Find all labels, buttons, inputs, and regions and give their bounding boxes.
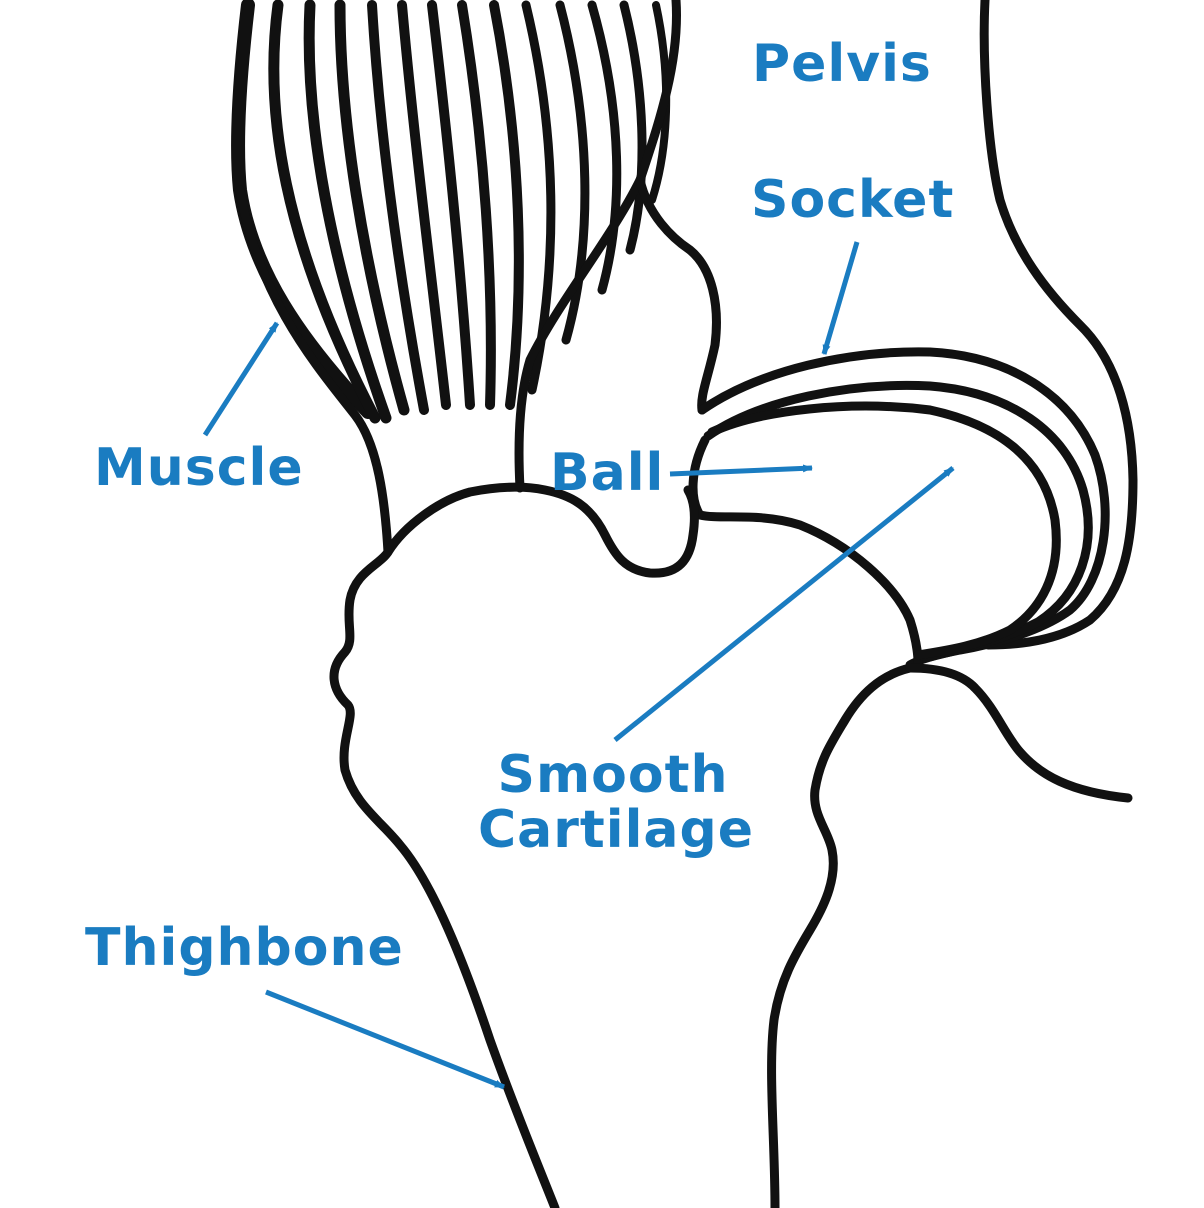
smooth-cartilage-label: Smooth Cartilage bbox=[478, 745, 754, 860]
muscle-fiber bbox=[303, 0, 392, 424]
femoral-head bbox=[688, 381, 1093, 667]
muscle-fiber bbox=[397, 0, 451, 410]
muscle-fiber bbox=[489, 0, 524, 410]
muscle-arrow bbox=[202, 321, 280, 437]
muscle-fiber bbox=[555, 0, 590, 345]
muscle-fiber bbox=[619, 0, 647, 255]
socket-arrow bbox=[821, 241, 860, 355]
label-arrows bbox=[202, 241, 955, 1090]
smooth-cartilage-line2: Cartilage bbox=[478, 799, 754, 860]
pelvis-label: Pelvis bbox=[752, 34, 932, 94]
socket-label: Socket bbox=[751, 170, 955, 230]
femur-neck-edge bbox=[767, 663, 915, 1208]
cartilage-arrow bbox=[613, 466, 955, 742]
femur-left-edge bbox=[329, 547, 560, 1208]
pelvis-outer-edge bbox=[979, 0, 1138, 650]
ball-inner-edge bbox=[707, 401, 1061, 660]
pelvis-edge bbox=[635, 175, 721, 415]
ball-label: Ball bbox=[550, 443, 665, 503]
greater-trochanter bbox=[383, 482, 699, 578]
muscle-left-edge bbox=[235, 185, 393, 557]
muscle-fiber bbox=[587, 0, 622, 295]
thighbone-outline bbox=[329, 482, 1133, 1208]
ball-arrow bbox=[669, 464, 813, 477]
femur-lower-contour bbox=[905, 663, 1133, 803]
thighbone-label: Thighbone bbox=[85, 918, 404, 978]
muscle-fiber bbox=[457, 0, 496, 410]
muscle-fiber bbox=[367, 0, 429, 415]
muscle-fiber bbox=[427, 0, 475, 410]
cartilage-layer bbox=[703, 381, 1093, 665]
muscle-fibers bbox=[231, 0, 671, 424]
muscle-right-edge bbox=[514, 0, 681, 493]
smooth-cartilage-line1: Smooth bbox=[497, 745, 729, 805]
muscle-label: Muscle bbox=[94, 438, 304, 498]
thighbone-arrow bbox=[265, 989, 505, 1090]
muscle-outline bbox=[235, 0, 681, 557]
muscle-fiber bbox=[268, 0, 381, 424]
pelvis-outline bbox=[635, 0, 1138, 650]
muscle-fiber bbox=[334, 0, 410, 416]
